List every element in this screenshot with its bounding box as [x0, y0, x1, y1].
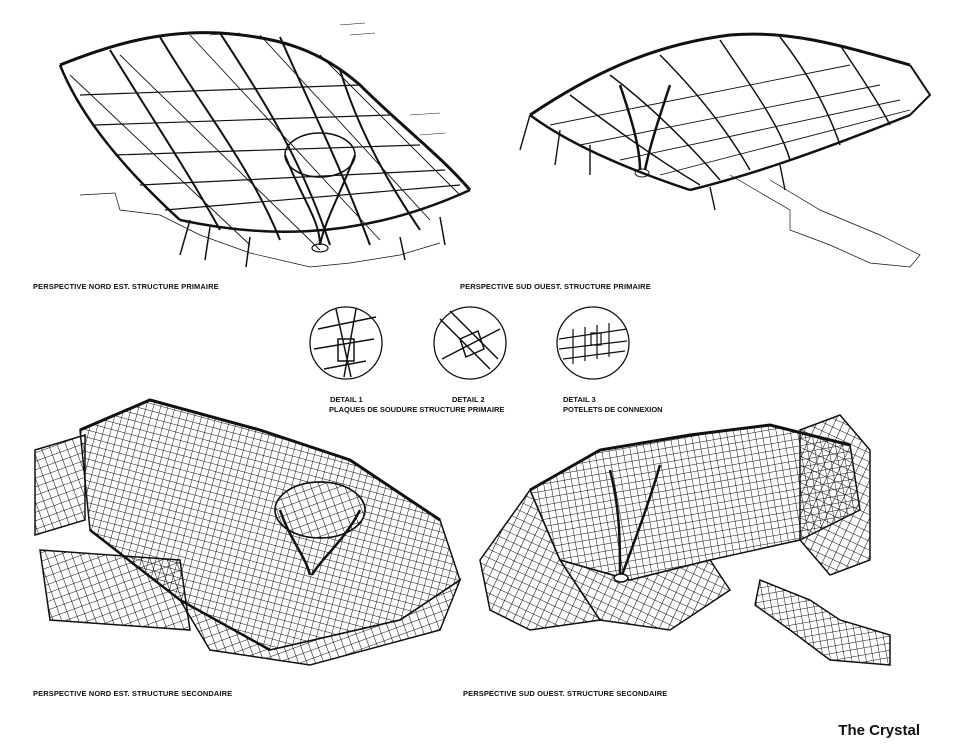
- detail-2-title: DETAIL 2: [452, 395, 485, 404]
- caption-so-secondary: PERSPECTIVE SUD OUEST. STRUCTURE SECONDA…: [463, 689, 668, 698]
- detail-1-drawing: [306, 299, 386, 389]
- detail-2-caption: DETAIL 2: [452, 395, 485, 405]
- caption-ne-primary: PERSPECTIVE NORD EST. STRUCTURE PRIMAIRE: [33, 282, 219, 291]
- detail-1-caption: DETAIL 1 PLAQUES DE SOUDURE STRUCTURE PR…: [329, 395, 505, 415]
- detail-3-caption: DETAIL 3 POTELETS DE CONNEXION: [563, 395, 663, 415]
- detail-3-subtitle: POTELETS DE CONNEXION: [563, 405, 663, 414]
- detail-2-drawing: [430, 299, 510, 389]
- caption-ne-secondary: PERSPECTIVE NORD EST. STRUCTURE SECONDAI…: [33, 689, 233, 698]
- caption-so-primary: PERSPECTIVE SUD OUEST. STRUCTURE PRIMAIR…: [460, 282, 651, 291]
- drawing-ne-secondary: [20, 390, 480, 690]
- drawing-so-primary: [490, 5, 950, 285]
- drawing-so-secondary: [470, 390, 930, 690]
- detail-1-title: DETAIL 1: [330, 395, 363, 404]
- detail-3-drawing: [553, 299, 633, 389]
- drawing-ne-primary: [20, 5, 480, 285]
- credit-label: The Crystal: [838, 722, 920, 739]
- detail-3-title: DETAIL 3: [563, 395, 596, 404]
- detail-1-subtitle: PLAQUES DE SOUDURE STRUCTURE PRIMAIRE: [329, 405, 505, 414]
